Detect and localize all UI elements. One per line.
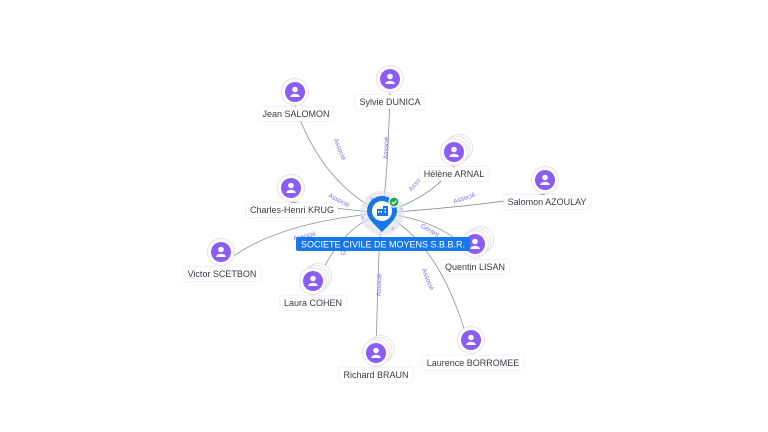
person-icon (466, 334, 476, 345)
person-node-laura-cohen[interactable]: Laura COHEN (279, 263, 347, 311)
person-icon (290, 86, 300, 97)
person-name: Salomon AZOULAY (508, 197, 587, 207)
edge-label-richard-braun: Associé (376, 273, 384, 296)
person-node-quentin-lisan[interactable]: Quentin LISAN (440, 226, 510, 275)
person-name: Victor SCETBON (188, 269, 257, 279)
person-name: Charles-Henri KRUG (250, 205, 334, 215)
edge-label-sylvie-dunica: Associé (383, 136, 391, 159)
person-icon (216, 246, 226, 257)
person-name: Laurence BORROMEE (427, 358, 520, 368)
company-label: SOCIETE CIVILE DE MOYENS S.B.B.R. (301, 240, 465, 250)
person-name-bg (339, 368, 413, 382)
person-name: Jean SALOMON (262, 109, 329, 119)
edge-label-quentin-lisan: Gérant (419, 223, 440, 239)
person-icon (371, 347, 381, 358)
person-name: Quentin LISAN (445, 262, 505, 272)
person-icon (286, 182, 296, 193)
person-name-bg (440, 260, 510, 274)
person-node-jean-salomon[interactable]: Jean SALOMON (258, 78, 334, 122)
person-name-bg (419, 167, 489, 181)
person-icon (449, 146, 459, 157)
verified-check-icon (388, 196, 400, 208)
person-name-bg (355, 95, 425, 109)
person-name-bg (422, 356, 524, 370)
person-icon (308, 275, 318, 286)
person-name: Laura COHEN (284, 298, 342, 308)
edge-label-victor-scetbon: Associé (293, 231, 317, 243)
person-name-bg (279, 296, 347, 310)
company-node[interactable]: SOCIETE CIVILE DE MOYENS S.B.B.R. (296, 191, 470, 251)
person-name: Sylvie DUNICA (359, 97, 420, 107)
person-icon (385, 73, 395, 84)
person-node-helene-arnal[interactable]: Hélène ARNAL (419, 134, 489, 182)
person-name: Richard BRAUN (343, 370, 408, 380)
person-node-sylvie-dunica[interactable]: Sylvie DUNICA (355, 65, 425, 110)
person-node-charles-henri-krug[interactable]: Charles-Henri KRUG (245, 174, 339, 218)
nodes-layer: Jean SALOMON Sylvie DUNICA Hélène ARNAL Sal… (183, 65, 591, 383)
person-icon (540, 174, 550, 185)
edge-label-salomon-azoulay: Associé (453, 191, 477, 205)
person-node-laurence-borromee[interactable]: Laurence BORROMEE (422, 326, 524, 371)
person-name-bg (183, 267, 261, 281)
check-mark (391, 200, 397, 205)
person-node-salomon-azoulay[interactable]: Salomon AZOULAY (503, 166, 591, 210)
company-label-bg (296, 237, 470, 251)
edge-label-laurence-borromee: Associé (420, 268, 435, 292)
person-name-bg (245, 203, 339, 217)
person-name-bg (258, 107, 334, 121)
person-icon (470, 238, 480, 249)
person-name: Hélène ARNAL (424, 169, 485, 179)
building-icon (377, 206, 388, 216)
edge-label-laura-cohen: Gé (340, 245, 350, 256)
person-node-richard-braun[interactable]: Richard BRAUN (339, 335, 413, 383)
edge-label-jean-salomon: Associé (332, 138, 347, 162)
person-node-victor-scetbon[interactable]: Victor SCETBON (183, 238, 261, 282)
person-name-bg (503, 195, 591, 209)
